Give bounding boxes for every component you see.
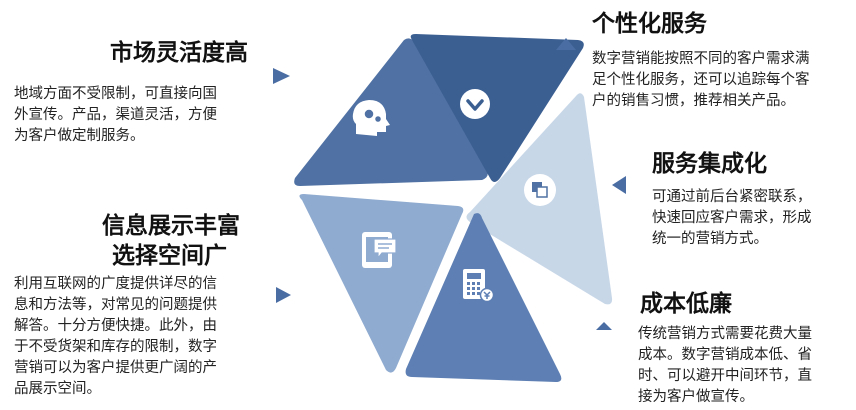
arrow-service-integration bbox=[612, 176, 626, 194]
arrow-low-cost bbox=[596, 322, 612, 330]
segment-personalized-service bbox=[410, 34, 584, 182]
head-gears-icon bbox=[352, 100, 390, 136]
tablet-chat-icon bbox=[362, 232, 397, 268]
desc-service-integration: 可通过前后台紧密联系， 快速回应客户需求，形成 统一的营销方式。 bbox=[652, 189, 812, 247]
title-personalized-service: 个性化服务 bbox=[592, 11, 707, 37]
desc-rich-information: 利用互联网的广度提供详尽的信 息和方法等，对常见的问题提供 解答。十分方便快捷。… bbox=[14, 276, 217, 397]
chevron-down-badge-icon bbox=[460, 89, 490, 119]
segment-market-flexibility bbox=[294, 38, 488, 187]
arrow-market-flexibility bbox=[273, 68, 290, 84]
stacked-squares-icon bbox=[524, 174, 556, 206]
desc-low-cost: 传统营销方式需要花费大量 成本。数字营销成本低、省 时、可以避开中间环节，直 接… bbox=[638, 326, 812, 405]
arrow-personalized-service bbox=[556, 38, 576, 50]
desc-personalized-service: 数字营销能按照不同的客户需求满 足个性化服务，还可以追踪每个客 户的销售习惯，推… bbox=[592, 51, 810, 109]
title-service-integration: 服务集成化 bbox=[652, 151, 767, 177]
arrow-rich-information bbox=[276, 287, 291, 303]
title-rich-information: 信息展示丰富 选择空间广 bbox=[102, 213, 240, 269]
title-market-flexibility: 市场灵活度高 bbox=[110, 40, 248, 66]
desc-market-flexibility: 地域方面不受限制，可直接向国 外宣传。产品，渠道灵活，方便 为客户做定制服务。 bbox=[14, 86, 217, 144]
title-low-cost: 成本低廉 bbox=[640, 291, 732, 317]
segment-rich-information bbox=[299, 194, 464, 373]
calculator-yen-icon bbox=[463, 269, 495, 303]
